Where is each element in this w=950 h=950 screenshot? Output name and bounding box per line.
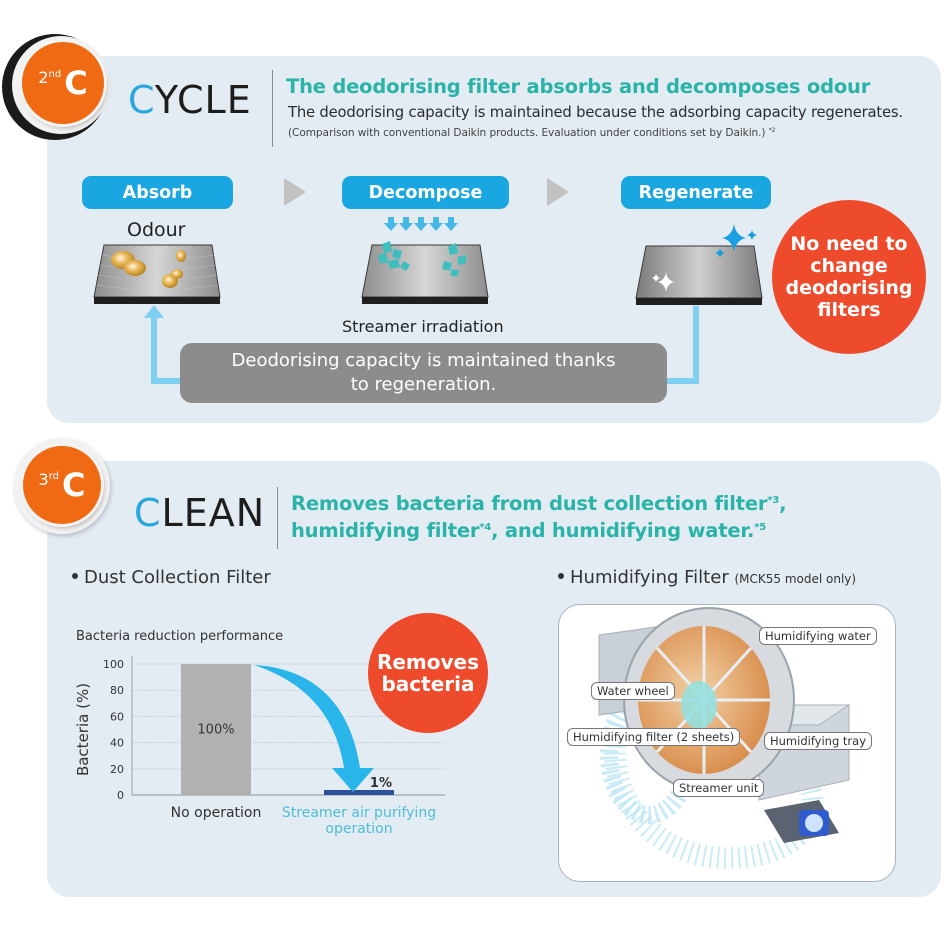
- clean-badge-circle: 3rd C: [23, 446, 101, 524]
- clean-title-accent: C: [134, 491, 162, 535]
- no-need-line-2: change: [810, 255, 888, 277]
- no-need-line-1: No need to: [790, 233, 908, 255]
- step-absorb-pill: Absorb: [82, 176, 233, 209]
- cycle-title-divider: [272, 70, 273, 147]
- loop-arrowhead-up-icon: [144, 305, 164, 318]
- dust-section-title-text: Dust Collection Filter: [84, 567, 271, 588]
- loop-connector-right-vertical: [693, 306, 699, 384]
- clean-headline-ref-4: *4: [479, 522, 492, 533]
- bar-data-label: 1%: [370, 776, 392, 791]
- no-need-line-3: deodorising: [785, 277, 913, 299]
- badge-ordinal-suffix: rd: [48, 470, 59, 482]
- no-need-line-4: filters: [817, 299, 881, 321]
- chart-title: Bacteria reduction performance: [76, 629, 283, 644]
- y-tick-label: 0: [117, 789, 124, 802]
- filter-decomposing-icon: [361, 217, 489, 304]
- bullet-dot: [558, 573, 564, 579]
- clean-headline-ref-5: *5: [754, 522, 767, 533]
- y-tick-label: 80: [110, 684, 124, 697]
- loop-connector-left-vertical: [151, 316, 157, 384]
- callout-humidifying-water: Humidifying water: [759, 627, 877, 645]
- loop-connector-right-horizontal: [662, 378, 699, 384]
- x-tick-label: Streamer air purifying: [282, 805, 436, 821]
- bar: [181, 664, 251, 795]
- clean-badge: 3rd C: [14, 438, 114, 538]
- callout-humidifying-filter: Humidifying filter (2 sheets): [567, 728, 741, 746]
- cycle-badge: 2nd C: [0, 34, 112, 146]
- humidifier-illustration: Humidifying water Water wheel Humidifyin…: [558, 604, 896, 882]
- bar-data-label: 100%: [197, 723, 234, 738]
- clean-title-divider: [277, 487, 278, 549]
- badge-ordinal-suffix: nd: [48, 68, 62, 80]
- clean-headline-line-2a: humidifying filter: [291, 519, 480, 542]
- reduction-arrow-icon: [254, 665, 374, 792]
- bar: [324, 790, 394, 795]
- cycle-title-accent: C: [128, 78, 155, 122]
- clean-title: CLEAN: [134, 491, 265, 535]
- humid-section-note: (MCK55 model only): [734, 572, 857, 586]
- y-tick-label: 60: [110, 710, 124, 723]
- x-tick-label: No operation: [171, 805, 262, 821]
- step-decompose-pill: Decompose: [342, 176, 509, 209]
- clean-headline: Removes bacteria from dust collection fi…: [291, 489, 787, 543]
- callout-humidifying-tray: Humidifying tray: [764, 732, 873, 750]
- badge-ordinal: 3: [38, 469, 49, 489]
- y-tick-label: 100: [103, 658, 124, 671]
- no-need-to-change-badge: No need to change deodorising filters: [772, 200, 926, 354]
- regeneration-info-line-2: to regeneration.: [350, 374, 497, 395]
- clean-headline-line-1: Removes bacteria from dust collection fi…: [291, 492, 768, 515]
- cycle-badge-circle: 2nd C: [22, 42, 104, 124]
- play-arrow-icon: [547, 178, 569, 206]
- clean-title-rest: LEAN: [161, 491, 266, 535]
- callout-streamer-unit: Streamer unit: [673, 779, 765, 797]
- play-arrow-icon: [284, 178, 306, 206]
- removes-bacteria-badge: Removes bacteria: [368, 613, 488, 733]
- filter-with-odour-icon: [93, 244, 221, 304]
- badge-letter: C: [64, 64, 88, 102]
- clean-headline-comma: ,: [779, 492, 787, 515]
- step-regenerate-pill: Regenerate: [621, 176, 771, 209]
- x-tick-label: operation: [325, 821, 392, 837]
- badge-letter: C: [62, 466, 86, 504]
- dust-section-title: Dust Collection Filter: [72, 567, 271, 588]
- humid-section-title: Humidifying Filter (MCK55 model only): [558, 567, 856, 588]
- removes-bacteria-line-2: bacteria: [381, 672, 475, 696]
- step-decompose-caption: Streamer irradiation: [342, 317, 504, 336]
- humid-section-title-text: Humidifying Filter: [570, 567, 729, 588]
- loop-connector-left-horizontal: [151, 378, 185, 384]
- filter-sparkle-icon: [635, 224, 763, 305]
- cycle-subline: The deodorising capacity is maintained b…: [288, 104, 903, 121]
- cycle-note-ref: *2: [768, 127, 776, 134]
- bullet-dot: [72, 573, 78, 579]
- regeneration-info-box: Deodorising capacity is maintained thank…: [180, 343, 667, 403]
- bacteria-chart: Bacteria reduction performance 0 20 40 60 80…: [74, 629, 445, 837]
- callout-water-wheel: Water wheel: [591, 682, 675, 700]
- badge-ordinal: 2: [38, 67, 49, 87]
- clean-headline-ref-3: *3: [767, 495, 780, 506]
- cycle-title-rest: YCLE: [154, 78, 252, 122]
- cycle-note-text: (Comparison with conventional Daikin pro…: [288, 127, 766, 139]
- step-absorb-caption: Odour: [127, 219, 186, 241]
- chart-y-axis-label: Bacteria (%): [74, 683, 92, 776]
- y-tick-label: 40: [110, 737, 124, 750]
- clean-headline-line-2b: , and humidifying water.: [491, 519, 755, 542]
- y-tick-label: 20: [110, 763, 124, 776]
- cycle-note: (Comparison with conventional Daikin pro…: [288, 127, 775, 139]
- regeneration-info-line-1: Deodorising capacity is maintained thank…: [231, 350, 616, 371]
- cycle-headline: The deodorising filter absorbs and decom…: [286, 75, 871, 98]
- cycle-title: CYCLE: [128, 78, 252, 122]
- removes-bacteria-line-1: Removes: [376, 650, 480, 674]
